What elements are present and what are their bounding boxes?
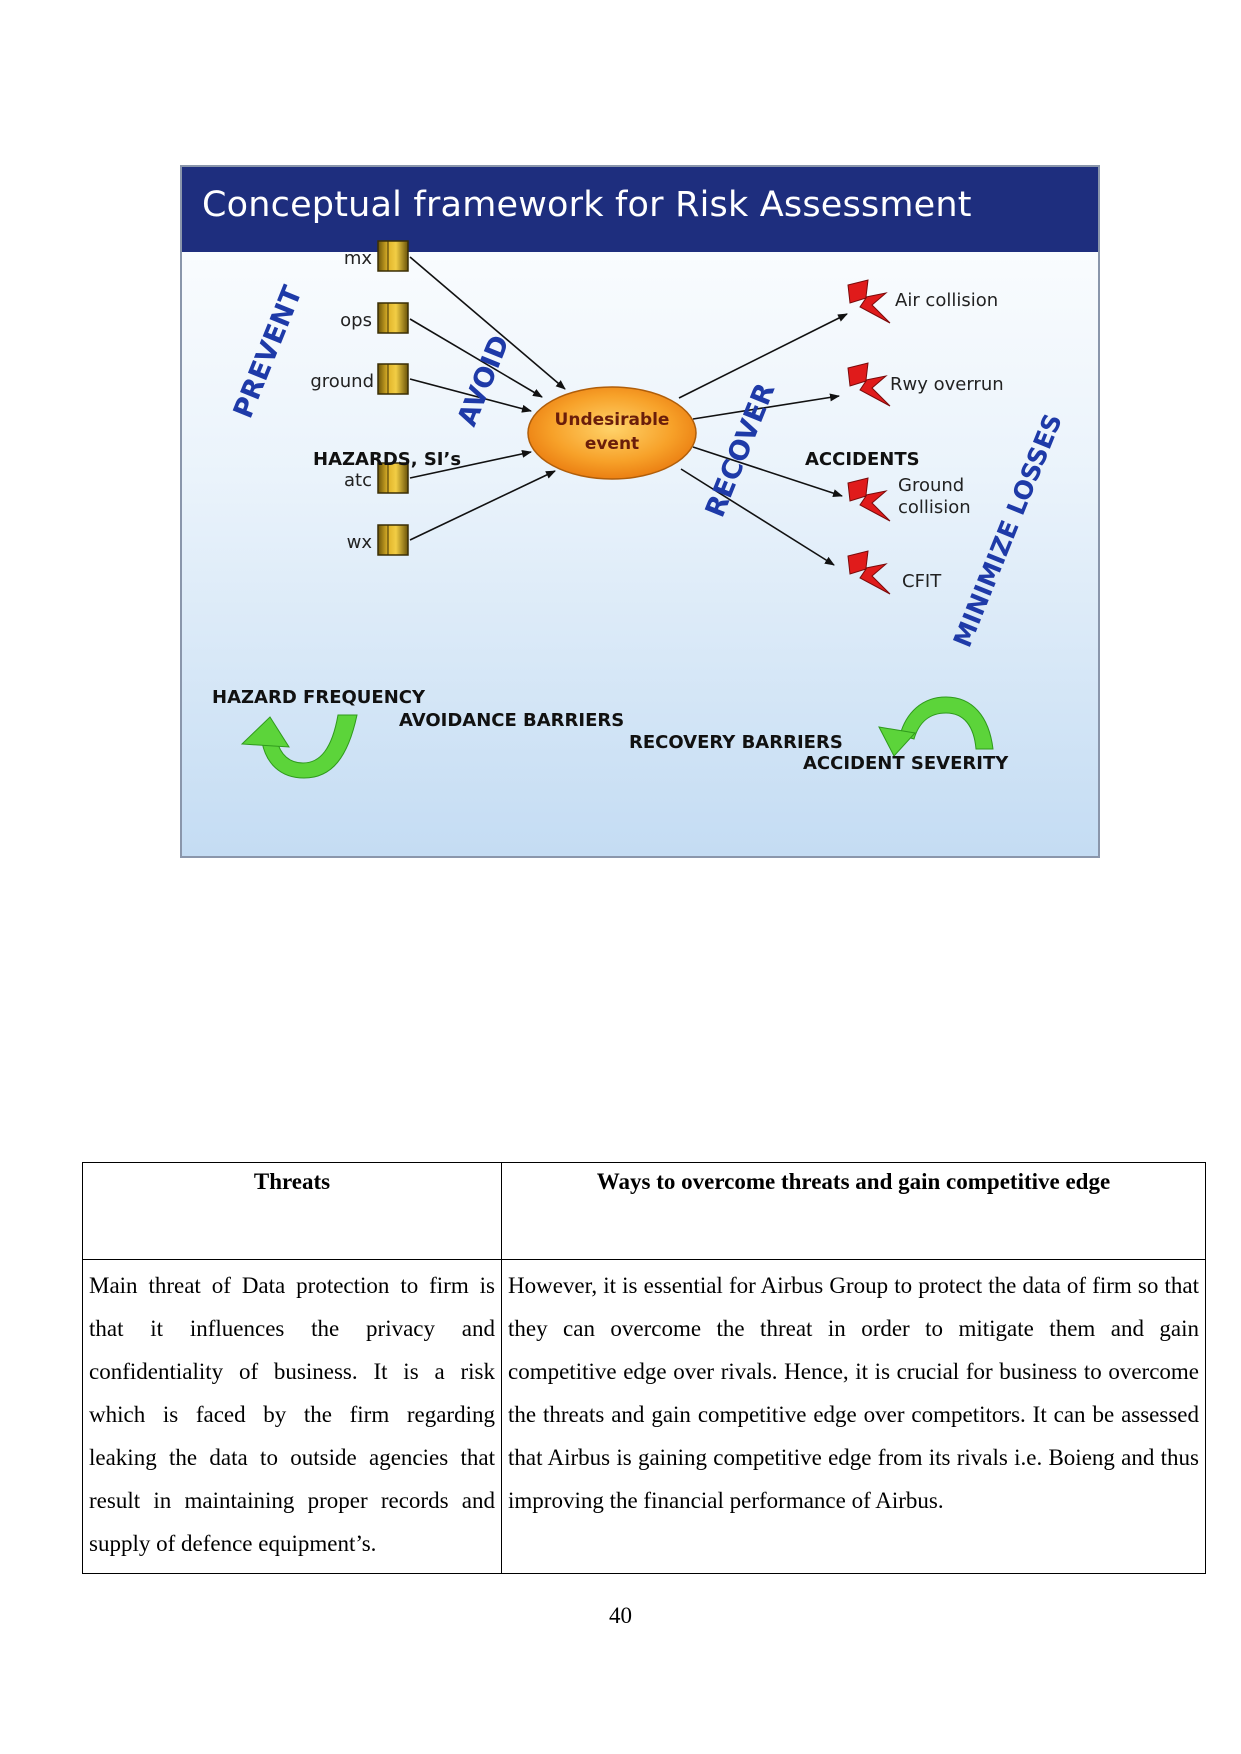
lightning-icon bbox=[847, 550, 891, 595]
hazard-box-atc bbox=[377, 462, 409, 494]
hazard-label-mx: mx bbox=[344, 248, 373, 269]
ways-cell: However, it is essential for Airbus Grou… bbox=[501, 1259, 1206, 1574]
page-number: 40 bbox=[609, 1603, 632, 1628]
stage-label-minimize-losses: MINIMIZE LOSSES bbox=[948, 410, 1068, 652]
hazard-label-ops: ops bbox=[340, 310, 372, 331]
hazard-box-ground bbox=[377, 363, 409, 395]
column-header-threats: Threats bbox=[82, 1162, 502, 1260]
undesirable-event-ellipse bbox=[527, 386, 697, 480]
hazard-arrows bbox=[409, 256, 566, 541]
lightning-icon bbox=[847, 279, 891, 324]
stage-label-avoid: AVOID bbox=[452, 331, 516, 431]
risk-assessment-figure: Conceptual framework for Risk Assessment bbox=[180, 165, 1100, 858]
column-header-ways: Ways to overcome threats and gain compet… bbox=[501, 1162, 1206, 1260]
hazard-box-ops bbox=[377, 302, 409, 334]
label-recovery-barriers: RECOVERY BARRIERS bbox=[629, 732, 843, 753]
label-hazard-frequency: HAZARD FREQUENCY bbox=[212, 687, 426, 708]
figure-title: Conceptual framework for Risk Assessment bbox=[202, 185, 972, 225]
arrow-ground bbox=[409, 378, 532, 413]
hazard-label-ground: ground bbox=[310, 371, 374, 392]
curved-arrow-left-icon bbox=[240, 714, 358, 779]
threats-table: Threats Ways to overcome threats and gai… bbox=[82, 1162, 1206, 1574]
stage-label-recover: RECOVER bbox=[700, 379, 782, 522]
arrow-mx bbox=[409, 256, 566, 390]
hazard-label-wx: wx bbox=[347, 532, 373, 553]
accident-label-cfit: CFIT bbox=[902, 571, 942, 592]
accident-arrows bbox=[678, 313, 848, 566]
accidents-label: ACCIDENTS bbox=[805, 449, 920, 470]
arrow-air-collision bbox=[678, 313, 848, 399]
accident-label-ground-collision-2: collision bbox=[898, 497, 971, 518]
lightning-icons bbox=[847, 279, 891, 595]
risk-diagram: mx ops ground atc wx HAZARDS, SI’s Undes… bbox=[212, 240, 1068, 779]
lightning-icon bbox=[847, 477, 891, 522]
stage-label-prevent: PREVENT bbox=[228, 281, 309, 422]
arrow-wx bbox=[409, 470, 556, 541]
lightning-icon bbox=[847, 362, 891, 407]
event-label-line-1: Undesirable bbox=[555, 410, 670, 430]
curved-arrow-right-icon bbox=[878, 696, 994, 757]
figure-header: Conceptual framework for Risk Assessment bbox=[182, 167, 1098, 252]
arrow-atc bbox=[409, 449, 532, 479]
hazard-label-atc: atc bbox=[344, 470, 372, 491]
arrow-ops bbox=[409, 318, 543, 398]
hazard-box-mx bbox=[377, 240, 409, 272]
arrow-cfit bbox=[680, 468, 835, 566]
accident-label-rwy-overrun: Rwy overrun bbox=[890, 374, 1004, 395]
table-header-row: Threats Ways to overcome threats and gai… bbox=[82, 1162, 1206, 1260]
accident-label-ground-collision-1: Ground bbox=[898, 475, 964, 496]
table-row: Main threat of Data protection to firm i… bbox=[82, 1259, 1206, 1574]
event-label-line-2: event bbox=[585, 434, 639, 454]
label-accident-severity: ACCIDENT SEVERITY bbox=[803, 753, 1009, 774]
hazard-box-wx bbox=[377, 524, 409, 556]
arrow-ground-collision bbox=[692, 446, 843, 497]
accident-label-air-collision: Air collision bbox=[895, 290, 998, 311]
label-avoidance-barriers: AVOIDANCE BARRIERS bbox=[399, 710, 624, 731]
arrow-rwy-overrun bbox=[692, 393, 840, 420]
hazards-label: HAZARDS, SI’s bbox=[313, 449, 461, 470]
threat-cell: Main threat of Data protection to firm i… bbox=[82, 1259, 502, 1574]
